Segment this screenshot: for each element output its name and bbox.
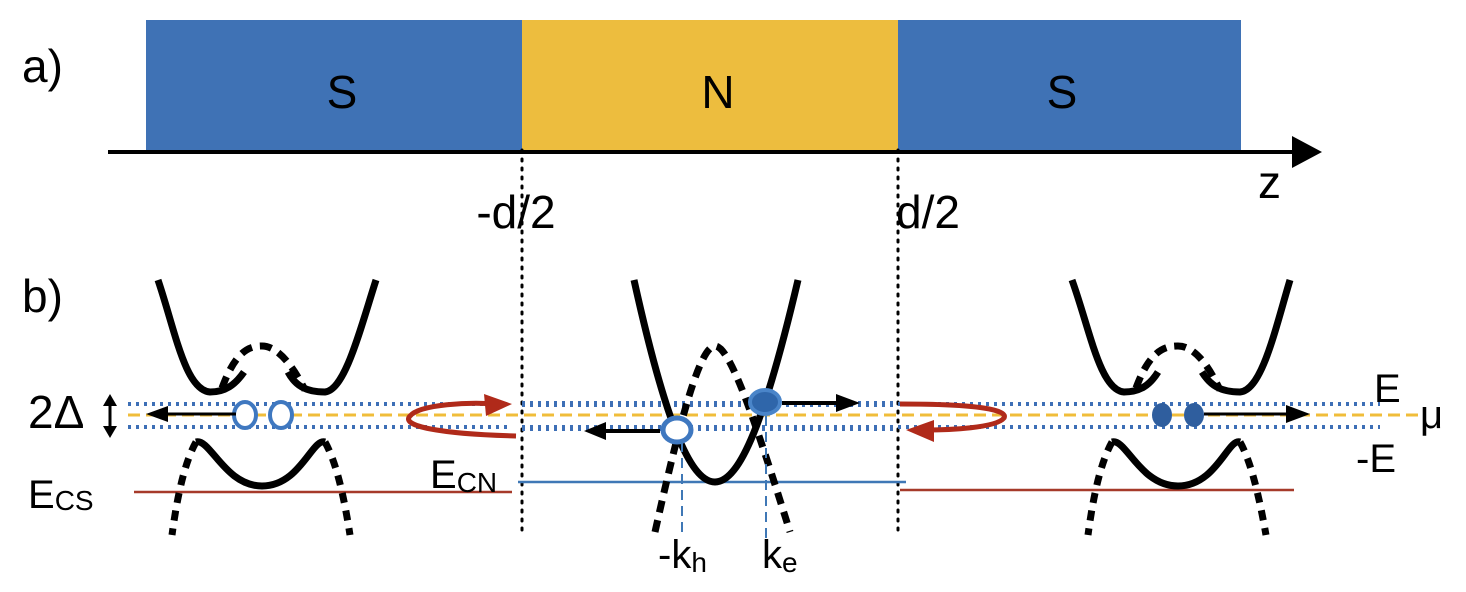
hole-left-1 — [232, 400, 258, 430]
region-n-label: N — [701, 66, 734, 118]
region-s-left — [146, 20, 522, 152]
region-s-right — [898, 20, 1241, 152]
region-s-left-label: S — [327, 66, 358, 118]
tick-plus-d-half: d/2 — [896, 186, 960, 238]
dispersion-left — [154, 278, 380, 536]
andreev-reflection-right — [899, 401, 1007, 442]
arrow-left-outgoing — [146, 406, 236, 422]
z-axis-label: z — [1258, 156, 1281, 208]
ke-label: ke — [762, 533, 798, 578]
panel-b-label: b) — [22, 270, 63, 322]
ecn-label: ECN — [430, 453, 497, 498]
gap-label: 2Δ — [28, 386, 84, 438]
ecs-label: ECS — [28, 473, 94, 517]
z-axis — [108, 136, 1322, 168]
gap-double-arrow — [103, 394, 117, 438]
arrow-right-outgoing — [1204, 405, 1310, 423]
electron-right-2 — [1184, 403, 1204, 427]
electron-right-1 — [1152, 403, 1172, 427]
region-s-right-label: S — [1047, 66, 1078, 118]
electron-center — [748, 388, 782, 416]
region-n — [522, 20, 898, 152]
kh-label: -kh — [658, 533, 707, 578]
energy-neg-e-label: -E — [1356, 437, 1396, 481]
arrow-center-right — [782, 394, 860, 412]
tick-minus-d-half: -d/2 — [476, 186, 555, 238]
arrow-center-left — [584, 422, 660, 440]
mu-label: μ — [1420, 393, 1443, 437]
hole-center — [660, 415, 694, 445]
hole-left-2 — [268, 400, 294, 430]
andreev-reflection-left — [406, 394, 517, 439]
energy-e-label: E — [1374, 367, 1401, 411]
panel-a-label: a) — [22, 40, 63, 92]
dispersion-right — [1068, 278, 1294, 536]
